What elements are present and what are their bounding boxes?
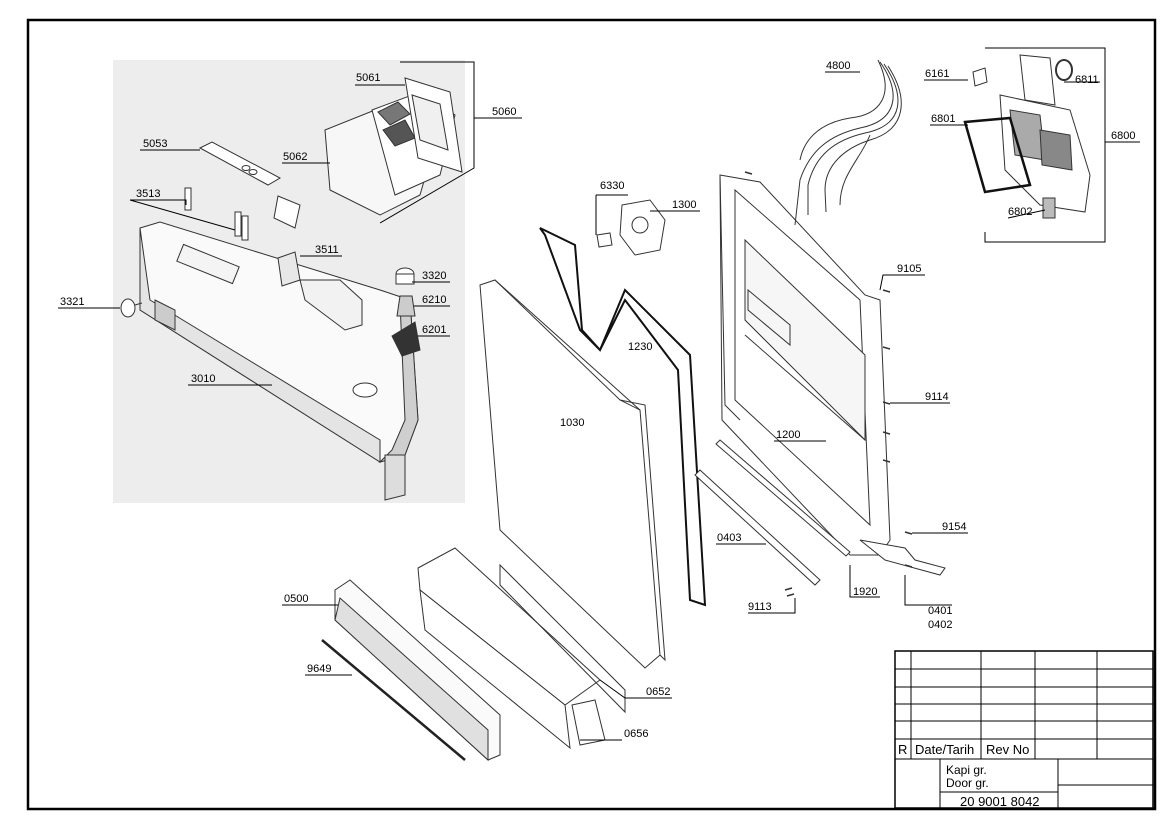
- callout-9154: 9154: [942, 521, 966, 533]
- title-block-revno-header: Rev No: [986, 742, 1029, 757]
- panel-0652: [417, 547, 626, 750]
- callout-0401: 0401: [928, 605, 952, 617]
- callout-5060: 5060: [492, 106, 516, 118]
- callout-3010: 3010: [191, 373, 215, 385]
- plate-0656: [571, 699, 606, 746]
- callout-0403: 0403: [717, 532, 741, 544]
- gasket-6801: [963, 116, 1032, 194]
- callout-1030: 1030: [560, 417, 584, 429]
- leader-lines: [58, 47, 1140, 741]
- lock-1300: [619, 199, 666, 256]
- callout-9649: 9649: [307, 663, 331, 675]
- callout-6210: 6210: [422, 294, 446, 306]
- callout-9114: 9114: [925, 391, 949, 403]
- callout-6201: 6201: [422, 324, 446, 336]
- callout-0656: 0656: [624, 728, 648, 740]
- cover-5053: [198, 141, 282, 186]
- callout-0500: 0500: [284, 593, 308, 605]
- callout-6811: 6811: [1075, 74, 1099, 86]
- callout-9113: 9113: [748, 601, 772, 613]
- title-block-drawing-number: 20 9001 8042: [960, 794, 1040, 809]
- kickplate-0500: [334, 579, 501, 762]
- title-block-title-en: Door gr.: [946, 776, 989, 790]
- bracket-6161: [972, 67, 988, 87]
- callout-1920: 1920: [853, 586, 877, 598]
- connector-3511: [277, 251, 363, 331]
- outer-door-1030: [479, 279, 666, 669]
- callout-6802: 6802: [1008, 206, 1032, 218]
- harness-4800: [794, 59, 902, 226]
- part-6802: [1042, 197, 1056, 219]
- strip-0403: [694, 439, 851, 586]
- callout-3321: 3321: [60, 296, 84, 308]
- callout-6801: 6801: [931, 113, 955, 125]
- parts-3320-6210-6201: [391, 267, 421, 357]
- gasket-1230: [539, 227, 707, 607]
- callout-1300: 1300: [672, 199, 696, 211]
- control-panel-3010: [139, 221, 419, 501]
- callout-5062: 5062: [283, 151, 307, 163]
- title-block: [894, 650, 1154, 809]
- title-block-date-header: Date/Tarih: [915, 742, 974, 757]
- callout-4800: 4800: [826, 60, 850, 72]
- box-5061: [404, 77, 463, 173]
- callout-5061: 5061: [356, 72, 380, 84]
- inner-door-1200: [719, 174, 946, 576]
- callout-6161: 6161: [925, 68, 949, 80]
- pins-3513: [184, 187, 249, 241]
- switch-5062b: [273, 195, 301, 229]
- screw-9113: [784, 587, 795, 597]
- callout-3320: 3320: [422, 270, 446, 282]
- callout-6800: 6800: [1111, 130, 1135, 142]
- callout-9105: 9105: [897, 263, 921, 275]
- callout-6330: 6330: [600, 180, 624, 192]
- callout-3511: 3511: [315, 244, 339, 256]
- title-block-rev-header: R: [898, 742, 907, 757]
- knob-3321: [120, 298, 143, 318]
- callout-0402: 0402: [928, 619, 952, 631]
- callout-5053: 5053: [143, 138, 167, 150]
- title-block-title-tr: Kapi gr.: [946, 763, 987, 777]
- callout-0652: 0652: [646, 686, 670, 698]
- seal-9649: [321, 639, 466, 761]
- callout-1230: 1230: [628, 341, 652, 353]
- bracket-6330: [596, 232, 613, 248]
- callout-1200: 1200: [776, 429, 800, 441]
- drawing-frame: [26, 18, 1157, 811]
- callout-3513: 3513: [136, 188, 160, 200]
- screws-9114: [744, 171, 913, 568]
- dispenser-6800: [999, 54, 1091, 213]
